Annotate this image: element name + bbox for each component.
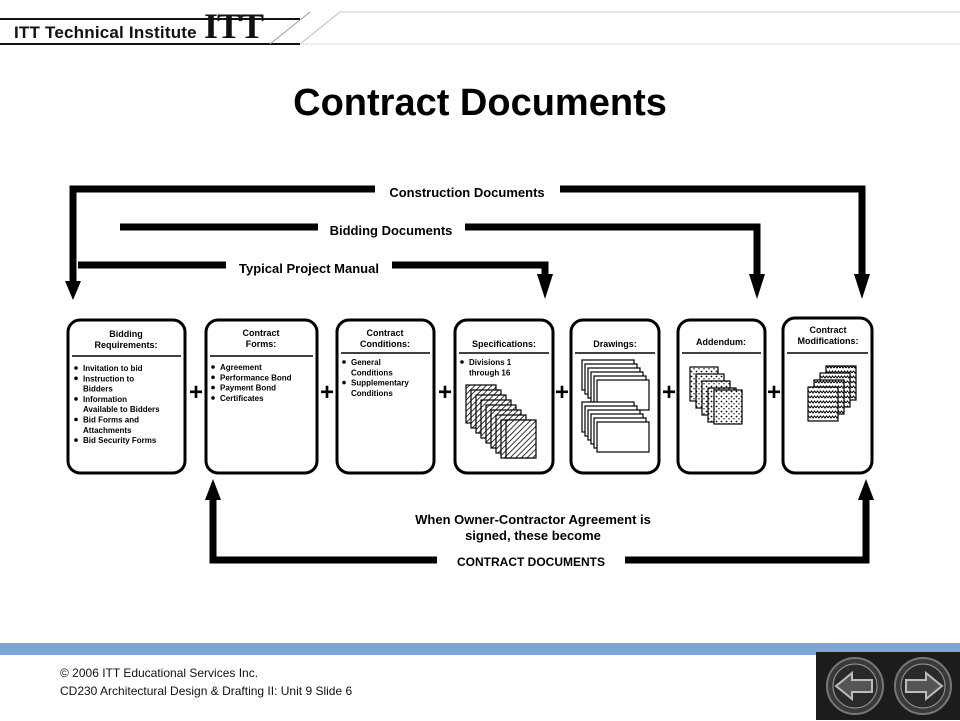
box2-title-line1: Contract — [242, 328, 279, 338]
box-list-item: Bidders — [83, 385, 113, 394]
bidding-documents-label: Bidding Documents — [330, 223, 453, 238]
modifications-sheets-icon — [807, 365, 857, 422]
construction-documents-label: Construction Documents — [389, 185, 544, 200]
drawings-sheets-icon — [581, 359, 650, 453]
box-list-item: through 16 — [469, 368, 511, 377]
plus-sign: + — [555, 379, 569, 406]
box7-title-line1: Contract — [809, 325, 846, 335]
box7-title-line2: Modifications: — [798, 336, 859, 346]
bullet-dot — [74, 438, 78, 442]
bullet-dot — [460, 360, 464, 364]
box6-title: Addendum: — [696, 337, 746, 347]
box-list-item: Payment Bond — [220, 384, 276, 393]
footer-bar — [0, 643, 960, 655]
box-list-item: Bid Forms and — [83, 416, 139, 425]
box3-title-line2: Conditions: — [360, 339, 410, 349]
left-arrow-icon — [826, 657, 884, 715]
top-flow-lines — [69, 185, 866, 283]
footer: © 2006 ITT Educational Services Inc. CD2… — [60, 664, 352, 700]
addendum-sheets-icon — [689, 366, 743, 425]
bullet-dot — [211, 396, 215, 400]
bullet-dot — [342, 380, 346, 385]
right-arrow-icon — [894, 657, 952, 715]
box4-title: Specifications: — [472, 339, 536, 349]
institute-name: ITT Technical Institute — [14, 23, 197, 42]
box-list-item: General — [351, 358, 381, 367]
copyright-text: © 2006 ITT Educational Services Inc. — [60, 666, 259, 680]
box-list-item: Certificates — [220, 394, 264, 403]
bullet-dot — [211, 365, 215, 369]
plus-signs: + + + + + + — [189, 379, 781, 406]
agreement-note-line2: signed, these become — [465, 528, 601, 543]
bullet-dot — [211, 375, 215, 380]
document-boxes — [66, 316, 874, 475]
box-titles: Bidding Requirements: Contract Forms: Co… — [94, 325, 858, 350]
slide-navigation — [816, 652, 960, 720]
bullet-dot — [74, 397, 78, 401]
plus-sign: + — [662, 379, 676, 406]
box-list-item: Performance Bond — [220, 373, 292, 382]
box-list-item: Attachments — [83, 426, 132, 435]
box-list-item: Available to Bidders — [83, 405, 160, 414]
itt-logo: ITT — [204, 6, 264, 46]
project-manual-label: Typical Project Manual — [239, 261, 379, 276]
box-list-item: Bid Security Forms — [83, 436, 157, 445]
bullet-dot — [342, 360, 346, 364]
next-slide-button[interactable] — [890, 656, 956, 716]
box-list-item: Conditions — [351, 368, 393, 377]
box1-title-line1: Bidding — [109, 329, 143, 339]
agreement-note-line1: When Owner-Contractor Agreement is — [415, 512, 651, 527]
box-list-item: Conditions — [351, 389, 393, 398]
specifications-sheets-icon — [465, 384, 537, 459]
contract-documents-label: CONTRACT DOCUMENTS — [457, 555, 605, 569]
box-list-item: Divisions 1 — [469, 358, 512, 367]
slide-title: Contract Documents — [293, 82, 667, 124]
bullet-dot — [74, 366, 78, 370]
box-list-item: Supplementary — [351, 379, 409, 388]
plus-sign: + — [767, 379, 781, 406]
box-title-dividers — [72, 352, 868, 357]
box2-title-line2: Forms: — [246, 339, 277, 349]
header-banner: ITT Technical Institute ITT — [0, 0, 960, 56]
bullet-dot — [74, 376, 78, 381]
top-arrowheads — [65, 274, 870, 300]
bullet-dot — [211, 385, 215, 390]
box-list-item: Agreement — [220, 363, 262, 372]
bullet-dot — [74, 417, 78, 422]
previous-slide-button[interactable] — [822, 656, 888, 716]
plus-sign: + — [320, 379, 334, 406]
plus-sign: + — [438, 379, 452, 406]
plus-sign: + — [189, 379, 203, 406]
top-labels: Construction Documents Bidding Documents… — [239, 185, 545, 276]
bottom-arrowheads — [205, 479, 874, 500]
bottom-flow-lines — [209, 498, 870, 564]
box3-title-line1: Contract — [366, 328, 403, 338]
header-lines — [0, 11, 960, 45]
box1-title-line2: Requirements: — [94, 340, 157, 350]
contract-documents-diagram: Construction Documents Bidding Documents… — [65, 185, 874, 569]
box-list-item: Invitation to bid — [83, 364, 143, 373]
box5-title: Drawings: — [593, 339, 637, 349]
course-text: CD230 Architectural Design & Drafting II… — [60, 684, 353, 698]
box-list-item: Information — [83, 395, 127, 404]
bottom-labels: When Owner-Contractor Agreement is signe… — [415, 512, 651, 569]
box-list-item: Instruction to — [83, 374, 134, 383]
